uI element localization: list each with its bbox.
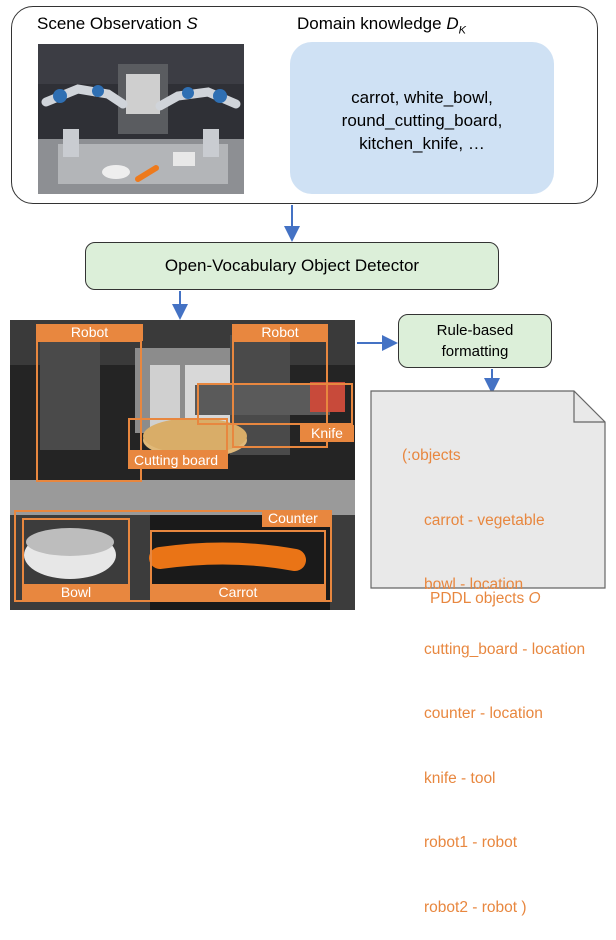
robot-right-tag: Robot bbox=[232, 324, 328, 341]
bowl-tag: Bowl bbox=[22, 584, 130, 601]
robot-left-bbox bbox=[36, 340, 142, 482]
domain-knowledge-line: round_cutting_board, bbox=[341, 111, 503, 130]
pddl-item: robot2 - robot ) bbox=[424, 898, 527, 916]
knife-bbox bbox=[197, 383, 353, 425]
counter-bbox bbox=[14, 510, 332, 602]
pddl-item: counter - location bbox=[424, 705, 543, 722]
pddl-item: knife - tool bbox=[424, 769, 496, 787]
object-detector-box: Open-Vocabulary Object Detector bbox=[85, 242, 499, 290]
pddl-document-shape bbox=[370, 390, 606, 589]
carrot-tag: Carrot bbox=[150, 584, 326, 601]
bowl-bbox bbox=[22, 518, 130, 590]
rule-formatting-line: Rule-based bbox=[436, 322, 514, 339]
pddl-item: robot1 - robot bbox=[424, 834, 518, 851]
scene-observation-title: Scene Observation S bbox=[37, 14, 198, 33]
knife-tag: Knife bbox=[300, 425, 354, 442]
domain-knowledge-title: Domain knowledge DK bbox=[297, 14, 466, 37]
robot-left-tag: Robot bbox=[36, 324, 143, 341]
domain-knowledge-line: carrot, white_bowl, bbox=[351, 88, 493, 107]
carrot-bbox bbox=[150, 530, 326, 592]
input-panel bbox=[11, 6, 598, 204]
pddl-objects-listing: (:objects carrot - vegetable bowl - loca… bbox=[402, 402, 585, 940]
rule-formatting-box: Rule-based formatting bbox=[398, 314, 552, 368]
object-detector-label: Open-Vocabulary Object Detector bbox=[164, 256, 420, 275]
domain-knowledge-list: carrot, white_bowl, round_cutting_board,… bbox=[290, 86, 554, 155]
cutting-board-tag: Cutting board bbox=[128, 452, 228, 469]
rule-formatting-line: formatting bbox=[441, 343, 509, 360]
robot-right-bbox bbox=[232, 340, 328, 448]
pddl-item: bowl - location bbox=[424, 576, 524, 593]
counter-tag: Counter bbox=[262, 510, 332, 527]
domain-knowledge-line: kitchen_knife, … bbox=[359, 134, 485, 153]
pddl-item: cutting_board - location bbox=[424, 640, 586, 658]
domain-knowledge-box bbox=[290, 42, 554, 194]
pddl-item: carrot - vegetable bbox=[424, 511, 545, 529]
cutting-board-bbox bbox=[128, 418, 228, 452]
pddl-caption: PDDL objects O bbox=[430, 590, 541, 607]
flow-arrows bbox=[172, 205, 500, 394]
pddl-header: (:objects bbox=[402, 447, 461, 464]
scene-observation-photo bbox=[38, 44, 244, 194]
